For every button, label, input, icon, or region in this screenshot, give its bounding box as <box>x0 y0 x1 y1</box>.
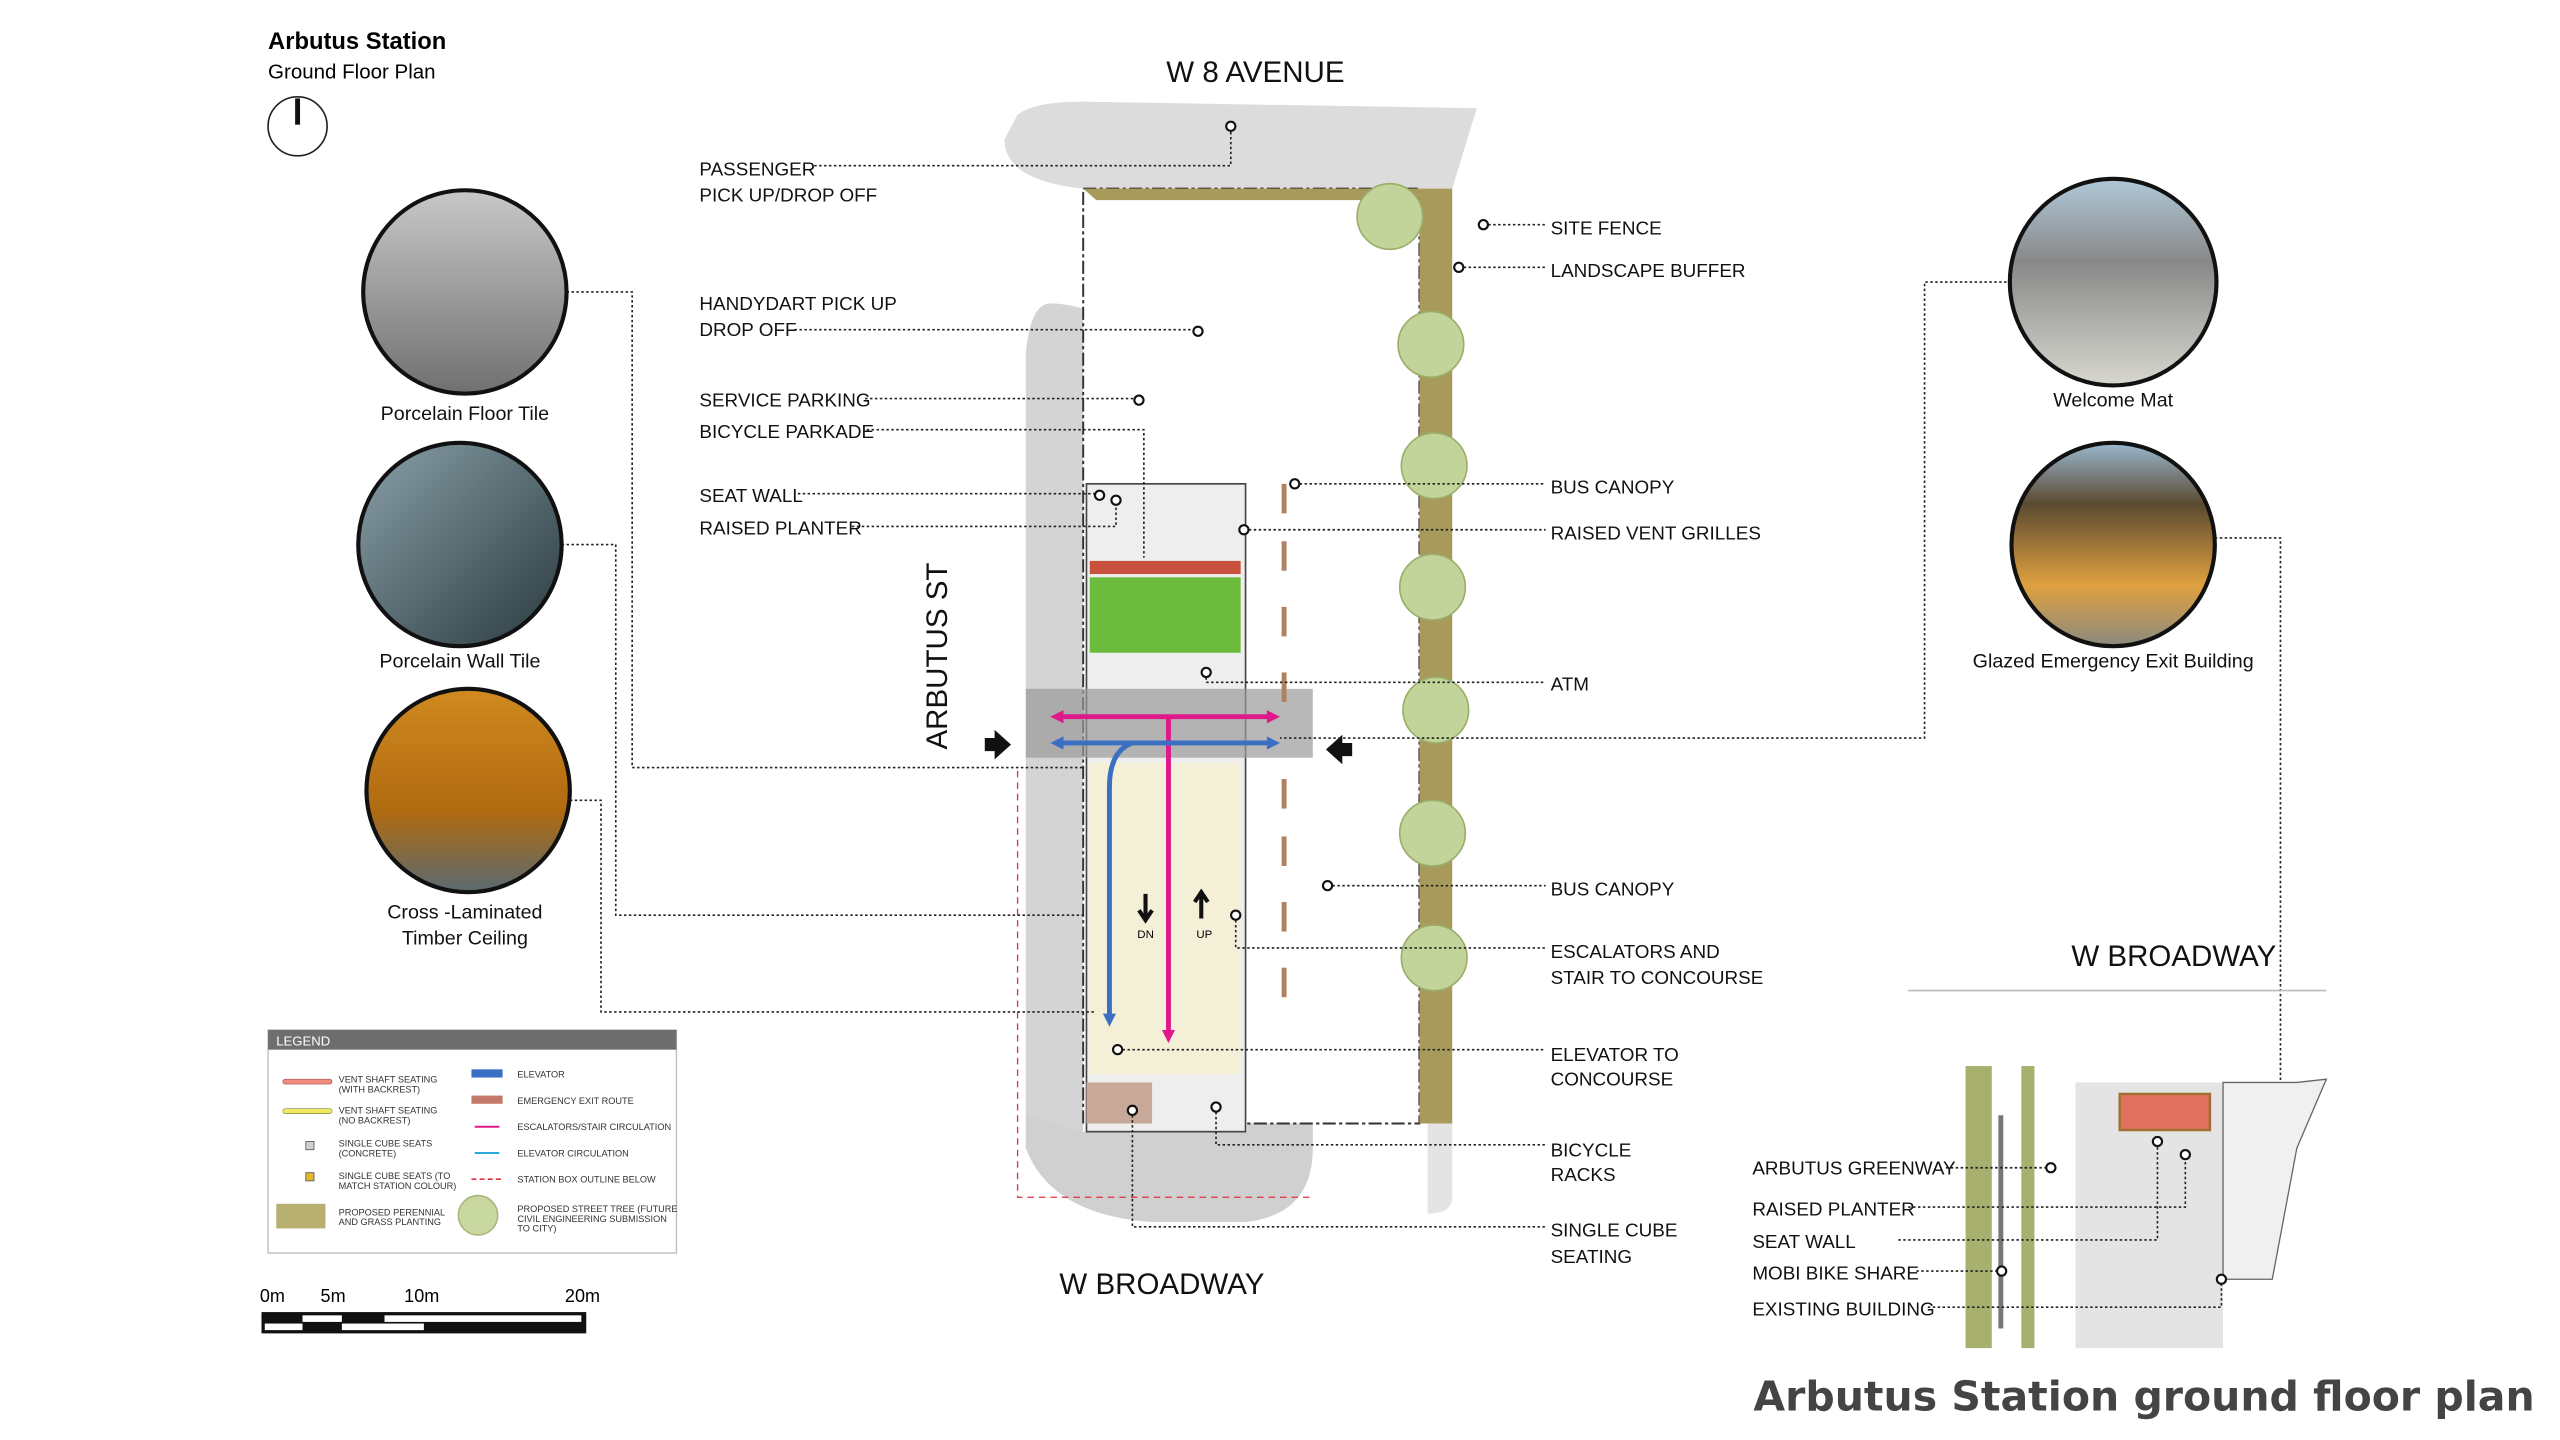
street-w-8-avenue: W 8 AVENUE <box>1166 56 1344 89</box>
footer-title: Arbutus Station ground floor plan <box>1753 1372 2534 1420</box>
callout-label: BUS CANOPY <box>1551 878 1675 899</box>
callout-label: LANDSCAPE BUFFER <box>1551 260 1746 281</box>
north-arrow-icon <box>267 95 328 157</box>
callout-label: ELEVATOR TO <box>1551 1044 1679 1065</box>
inset-label: ARBUTUS GREENWAY <box>1752 1157 1956 1178</box>
callout-label: CONCOURSE <box>1551 1069 1674 1090</box>
material-caption: Porcelain Floor Tile <box>381 403 549 425</box>
bus-canopy-benches <box>1281 483 1287 998</box>
inset-label: SEAT WALL <box>1752 1231 1855 1252</box>
site-plan: DN UP <box>984 101 1477 1222</box>
callout-label: SERVICE PARKING <box>699 390 870 411</box>
legend-title: LEGEND <box>276 1034 330 1049</box>
inset-plan: W BROADWAY ARBUTUS GREENWAY RAISED PLANT… <box>1752 940 2328 1349</box>
scale-bar: 0m 5m 10m 20m <box>260 1286 600 1334</box>
callouts-right: SITE FENCE LANDSCAPE BUFFER BUS CANOPY R… <box>1111 218 1764 1267</box>
escalator-circulation-arrows <box>1058 714 1272 1037</box>
label-text: ELEVATOR CIRCULATION <box>517 1148 628 1158</box>
callout-label: DROP OFF <box>699 319 796 340</box>
label-text: MATCH STATION COLOUR) <box>339 1181 457 1191</box>
label-text: VENT SHAFT SEATING <box>339 1106 438 1116</box>
street-trees <box>1356 182 1470 992</box>
material-caption: Cross -Laminated <box>387 901 542 923</box>
material-caption: Timber Ceiling <box>402 928 528 950</box>
callout-label: RAISED PLANTER <box>699 518 861 539</box>
up-label: UP <box>1196 929 1212 941</box>
label-text: 0m <box>260 1286 285 1306</box>
callout-label: BUS CANOPY <box>1551 477 1675 498</box>
inset-label: EXISTING BUILDING <box>1752 1298 1934 1319</box>
label-text: (WITH BACKREST) <box>339 1084 421 1094</box>
label-text: SINGLE CUBE SEATS <box>339 1138 433 1148</box>
label-text: CIVIL ENGINEERING SUBMISSION <box>517 1214 667 1224</box>
label-text: PROPOSED PERENNIAL <box>339 1207 446 1217</box>
callouts-left: PASSENGER PICK UP/DROP OFF HANDYDART PIC… <box>699 120 1237 558</box>
label-text: VENT SHAFT SEATING <box>339 1074 438 1084</box>
callout-label: BICYCLE <box>1551 1139 1632 1160</box>
raised-planter <box>1089 577 1241 653</box>
label-text: (CONCRETE) <box>339 1148 397 1158</box>
label-text: (NO BACKREST) <box>339 1115 411 1125</box>
callout-label: PICK UP/DROP OFF <box>699 185 877 206</box>
callout-label: ATM <box>1551 673 1589 694</box>
entrance-arrow-icon <box>1325 734 1353 765</box>
label-text: AND GRASS PLANTING <box>339 1217 441 1227</box>
material-caption: Porcelain Wall Tile <box>379 651 540 673</box>
street-arbutus-st: ARBUTUS ST <box>921 563 954 750</box>
label-text: 20m <box>565 1286 600 1306</box>
callout-label: SINGLE CUBE <box>1551 1220 1678 1241</box>
street-w-broadway: W BROADWAY <box>1059 1268 1264 1301</box>
label-text: PROPOSED STREET TREE (FUTURE <box>517 1204 677 1214</box>
label-text: ESCALATORS/STAIR CIRCULATION <box>517 1122 671 1132</box>
material-caption: Glazed Emergency Exit Building <box>1973 651 2254 673</box>
material-photos: Porcelain Floor Tile Porcelain Wall Tile… <box>356 176 2282 1100</box>
label-text: 5m <box>321 1286 346 1306</box>
emergency-exit-route <box>1089 560 1241 575</box>
callout-label: RACKS <box>1551 1164 1616 1185</box>
porcelain-floor-tile-photo <box>361 188 569 396</box>
callout-label: STAIR TO CONCOURSE <box>1551 967 1764 988</box>
label-text: STATION BOX OUTLINE BELOW <box>517 1175 656 1185</box>
callout-label: HANDYDART PICK UP <box>699 293 896 314</box>
callout-label: ESCALATORS AND <box>1551 941 1720 962</box>
glazed-exit-building-photo <box>2009 440 2217 649</box>
label-text: 10m <box>404 1286 439 1306</box>
inset-label: MOBI BIKE SHARE <box>1752 1262 1919 1283</box>
timber-ceiling-photo <box>364 686 572 895</box>
inset-street-label: W BROADWAY <box>2071 940 2276 973</box>
callout-label: SEAT WALL <box>699 485 802 506</box>
label-text: EMERGENCY EXIT ROUTE <box>517 1096 633 1106</box>
legend: LEGEND VENT SHAFT SEATING(WITH BACKREST)… <box>267 1029 678 1254</box>
callout-label: BICYCLE PARKADE <box>699 421 874 442</box>
porcelain-wall-tile-photo <box>356 440 564 649</box>
sheet-title: Arbutus Station <box>268 28 446 55</box>
callout-label: RAISED VENT GRILLES <box>1551 523 1761 544</box>
label-text: ELEVATOR <box>517 1070 565 1080</box>
sheet-subtitle: Ground Floor Plan <box>268 61 436 84</box>
welcome-mat-photo <box>2007 176 2219 388</box>
inset-label: RAISED PLANTER <box>1752 1198 1914 1219</box>
callout-label: SEATING <box>1551 1246 1632 1267</box>
callout-label: SITE FENCE <box>1551 218 1662 239</box>
material-caption: Welcome Mat <box>2053 390 2173 412</box>
label-text: SINGLE CUBE SEATS (TO <box>339 1171 451 1181</box>
label-text: TO CITY) <box>517 1224 556 1234</box>
callout-label: PASSENGER <box>699 158 815 179</box>
down-label: DN <box>1137 929 1154 941</box>
entrance-arrow-icon <box>984 729 1012 760</box>
